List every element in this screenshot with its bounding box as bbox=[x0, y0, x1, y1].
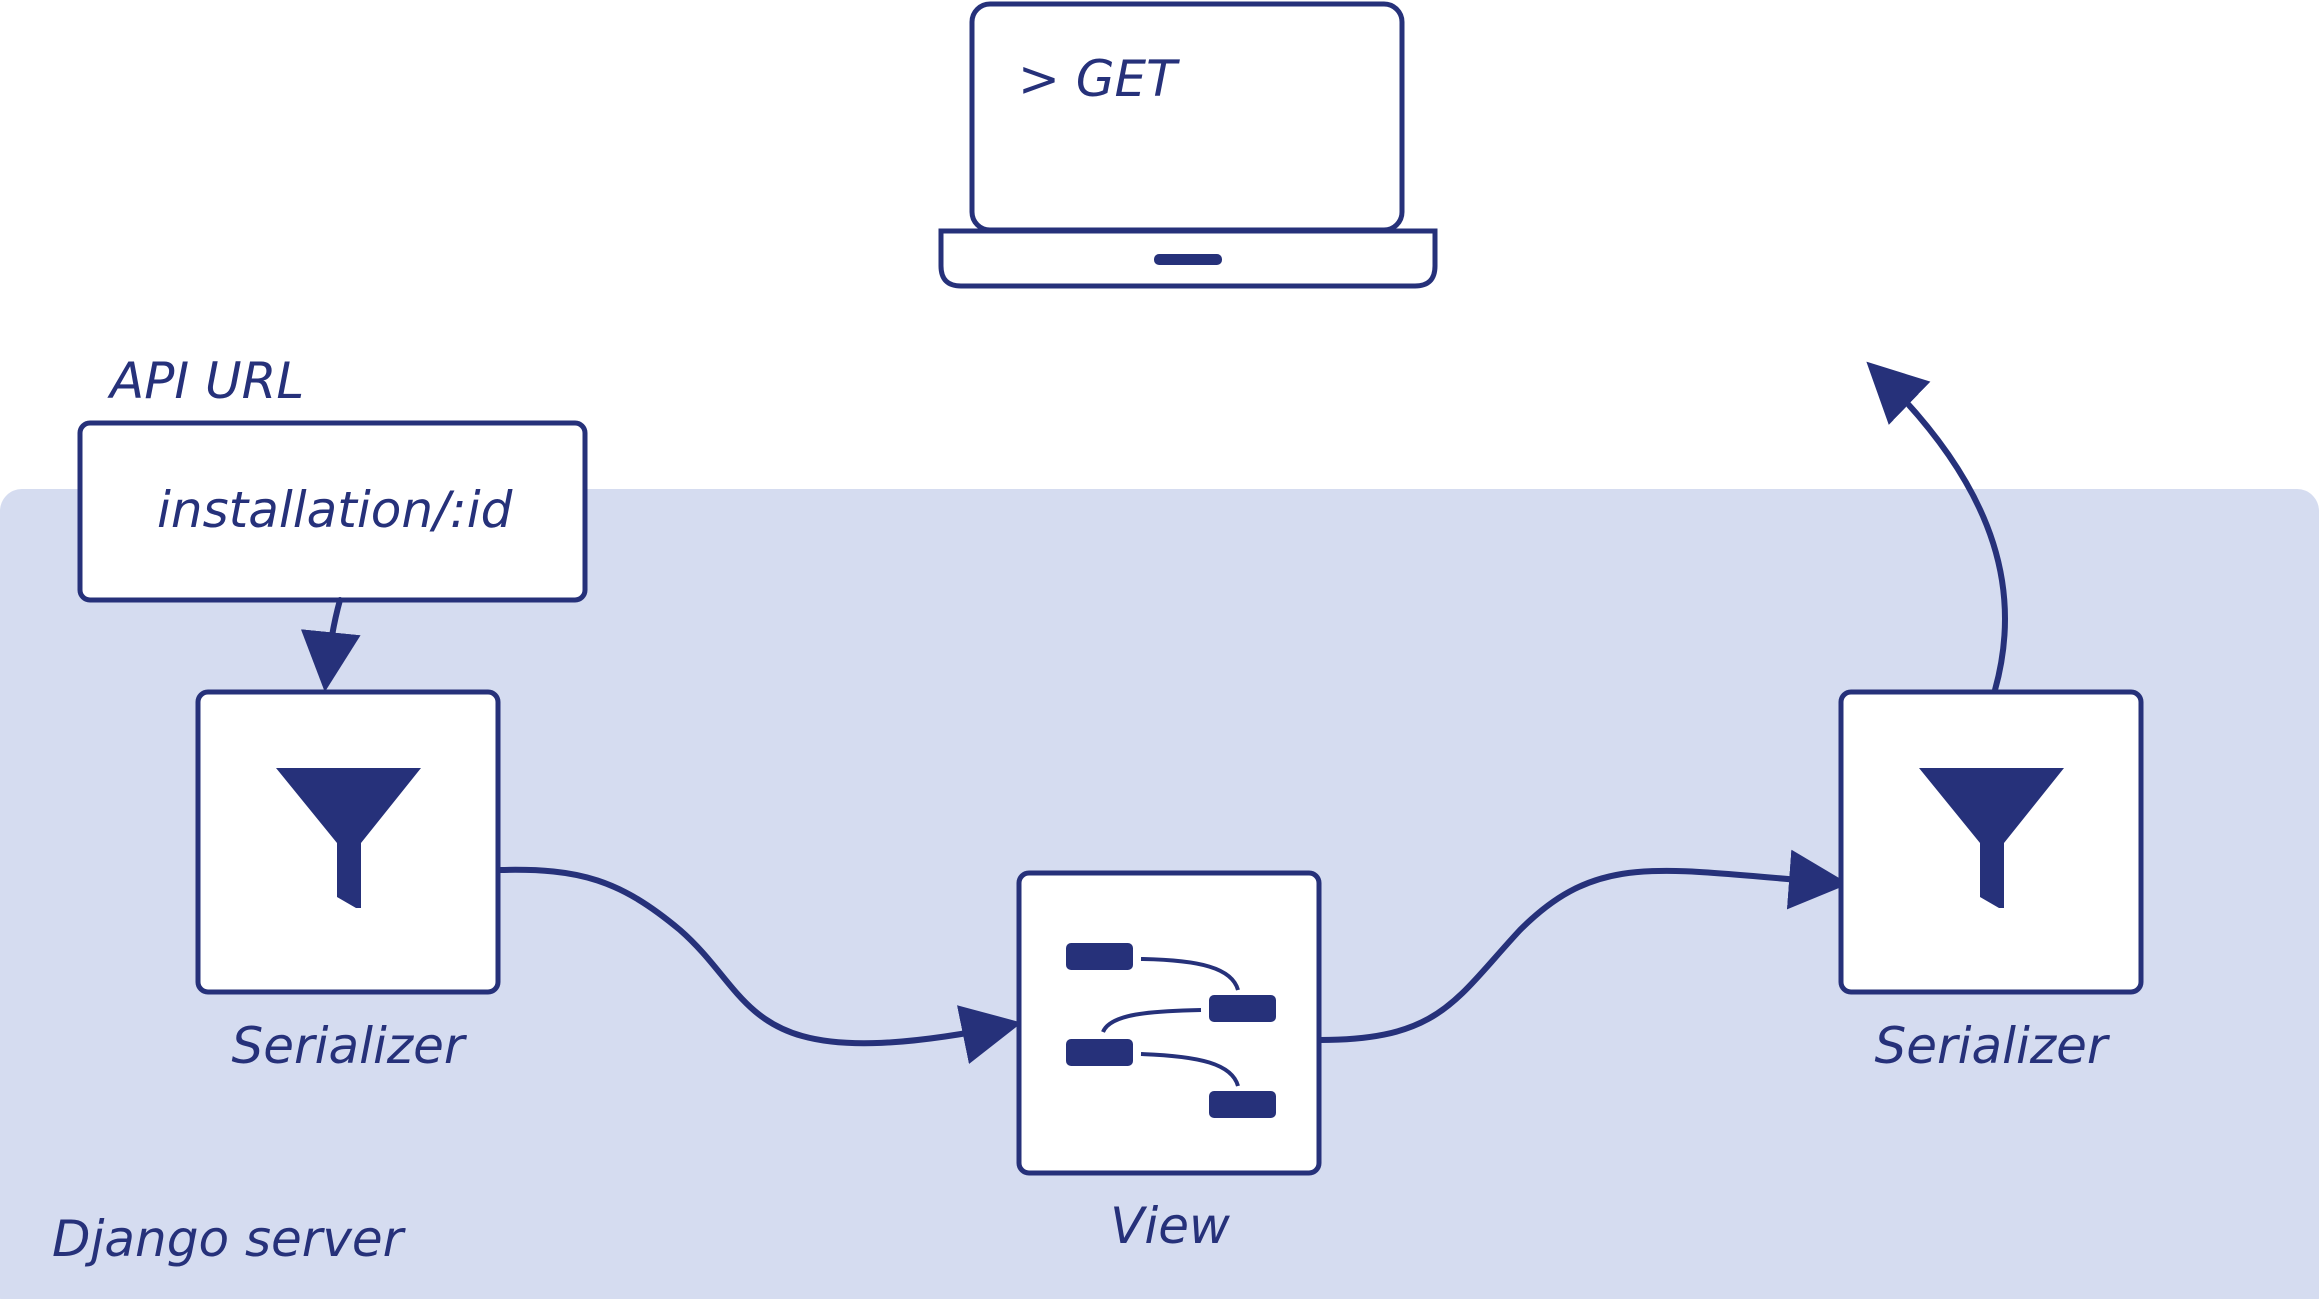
view-node bbox=[1016, 870, 1322, 1176]
api-route-text: installation/:id bbox=[157, 481, 513, 539]
api-url-box bbox=[77, 420, 588, 603]
flowchart-connector bbox=[1140, 957, 1240, 991]
laptop-screen bbox=[969, 1, 1405, 233]
api-url-title: API URL bbox=[107, 352, 304, 410]
arrow-serializer-to-client bbox=[1866, 361, 2009, 693]
arrow-url-to-serializer bbox=[300, 597, 361, 692]
flowchart-block bbox=[1066, 1039, 1133, 1066]
serializer-out-label: Serializer bbox=[1875, 1017, 2111, 1075]
laptop-trackpad bbox=[1154, 254, 1222, 265]
terminal-command-text: > GET bbox=[1018, 50, 1180, 108]
arrow-serializer-to-view bbox=[497, 866, 1022, 1064]
flowchart-connector bbox=[1101, 1008, 1202, 1033]
funnel-icon bbox=[276, 768, 421, 908]
flowchart-connector bbox=[1140, 1052, 1240, 1087]
flowchart-block bbox=[1209, 1091, 1276, 1118]
flowchart-block bbox=[1066, 943, 1133, 970]
arrow-view-to-serializer bbox=[1317, 849, 1849, 1043]
laptop-icon bbox=[938, 1, 1438, 289]
flowchart-icon bbox=[1066, 943, 1276, 1118]
view-label: View bbox=[1110, 1197, 1230, 1255]
serializer-in-label: Serializer bbox=[232, 1017, 468, 1075]
django-server-label: Django server bbox=[52, 1210, 407, 1268]
funnel-icon bbox=[1919, 768, 2064, 908]
flowchart-block bbox=[1209, 995, 1276, 1022]
